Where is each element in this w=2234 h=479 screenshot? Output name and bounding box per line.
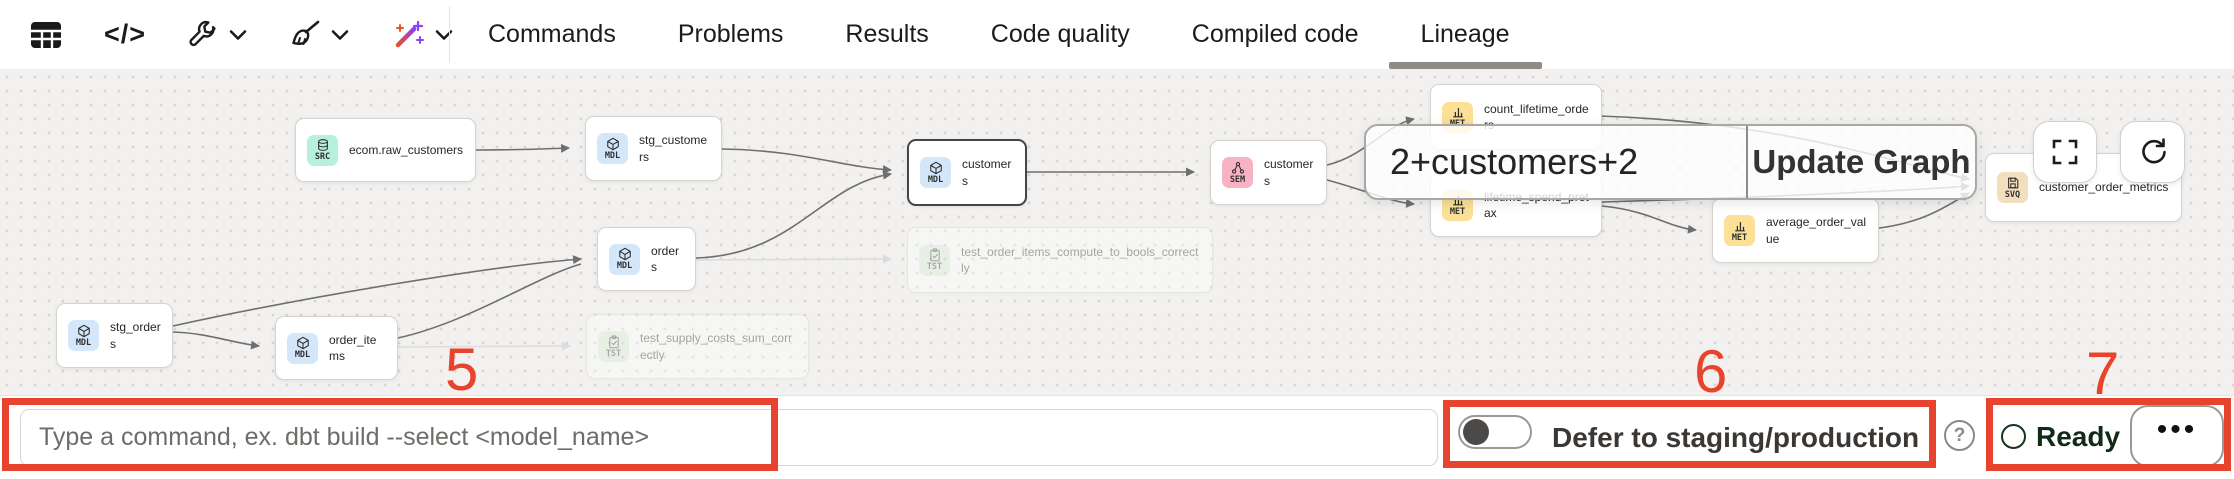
node-stg_orders[interactable]: MDL stg_orders: [56, 303, 173, 368]
source-icon: SRC: [307, 134, 338, 166]
toggle-knob: [1463, 419, 1489, 445]
ready-status-button[interactable]: Ready: [1999, 413, 2122, 460]
semantic-model-icon: SEM: [1222, 157, 1253, 188]
command-input[interactable]: [20, 409, 1438, 466]
model-icon: MDL: [920, 157, 951, 188]
node-stg_customers[interactable]: MDL stg_customers: [585, 116, 722, 181]
ide-toolbar: </> Commands Problems Results Code quali…: [0, 0, 2234, 70]
test-icon: TST: [598, 331, 629, 362]
update-graph-button[interactable]: Update Graph: [1752, 143, 1971, 180]
command-bar: Defer to staging/production ? Ready •••: [0, 395, 2234, 478]
fullscreen-icon: [2052, 139, 2078, 165]
model-icon: MDL: [68, 320, 99, 351]
tab-commands[interactable]: Commands: [488, 20, 616, 48]
wrench-icon: [189, 20, 216, 46]
chevron-down-icon: [229, 29, 247, 40]
tab-results[interactable]: Results: [845, 20, 929, 48]
node-test_order_items[interactable]: TST test_order_items_compute_to_bools_co…: [907, 227, 1213, 293]
model-icon: MDL: [597, 133, 628, 164]
node-order_items[interactable]: MDL order_items: [275, 316, 398, 380]
wrench-menu-button[interactable]: [186, 18, 248, 52]
status-label: Ready: [2035, 420, 2121, 452]
node-test_supply_costs[interactable]: TST test_supply_costs_sum_correctly: [586, 314, 809, 379]
panel-tabs: Commands Problems Results Code quality C…: [450, 0, 1542, 69]
toolbar-divider: [449, 6, 450, 63]
magic-wand-menu-button[interactable]: [390, 17, 454, 53]
toolbar-icon-group: </>: [0, 0, 453, 69]
defer-label: Defer to staging/production: [1552, 421, 1920, 453]
refresh-button[interactable]: [2120, 121, 2185, 183]
node-customers_model[interactable]: MDL customers: [907, 139, 1027, 206]
magic-wand-icon: [395, 20, 425, 47]
test-icon: TST: [919, 244, 950, 276]
tab-lineage[interactable]: Lineage: [1388, 0, 1542, 69]
node-average_order_value[interactable]: MET average_order_value: [1712, 198, 1879, 263]
broom-menu-button[interactable]: [288, 18, 350, 52]
results-table-icon[interactable]: [28, 18, 64, 52]
broom-icon: [292, 20, 320, 45]
model-icon: MDL: [609, 243, 640, 275]
code-icon[interactable]: </>: [104, 19, 147, 49]
chevron-down-icon: [435, 29, 453, 40]
chevron-down-icon: [331, 29, 349, 40]
model-icon: MDL: [287, 332, 318, 364]
lineage-canvas[interactable]: SRC ecom.raw_customers MDL stg_customers…: [0, 70, 2234, 395]
help-icon[interactable]: ?: [1944, 420, 1975, 451]
ellipsis-icon: •••: [2156, 413, 2198, 446]
metric-icon: MET: [1724, 215, 1755, 246]
more-options-button[interactable]: •••: [2130, 405, 2224, 467]
lineage-selector-overlay: 2+customers+2 Update Graph: [1364, 124, 1977, 200]
tab-code-quality[interactable]: Code quality: [990, 20, 1130, 48]
saved-query-icon: SVQ: [1997, 172, 2028, 203]
tab-compiled-code[interactable]: Compiled code: [1191, 20, 1359, 48]
lineage-selector-input[interactable]: 2+customers+2: [1390, 141, 1639, 182]
node-raw_customers[interactable]: SRC ecom.raw_customers: [295, 118, 476, 182]
fullscreen-button[interactable]: [2033, 121, 2097, 183]
refresh-icon: [2141, 138, 2166, 164]
selector-divider: [1746, 126, 1748, 198]
node-orders[interactable]: MDL orders: [597, 227, 696, 291]
node-customers_semantic[interactable]: SEM customers: [1210, 140, 1327, 205]
tab-problems[interactable]: Problems: [677, 20, 784, 48]
defer-toggle[interactable]: [1458, 415, 1532, 449]
status-circle-icon: [2000, 424, 2026, 449]
